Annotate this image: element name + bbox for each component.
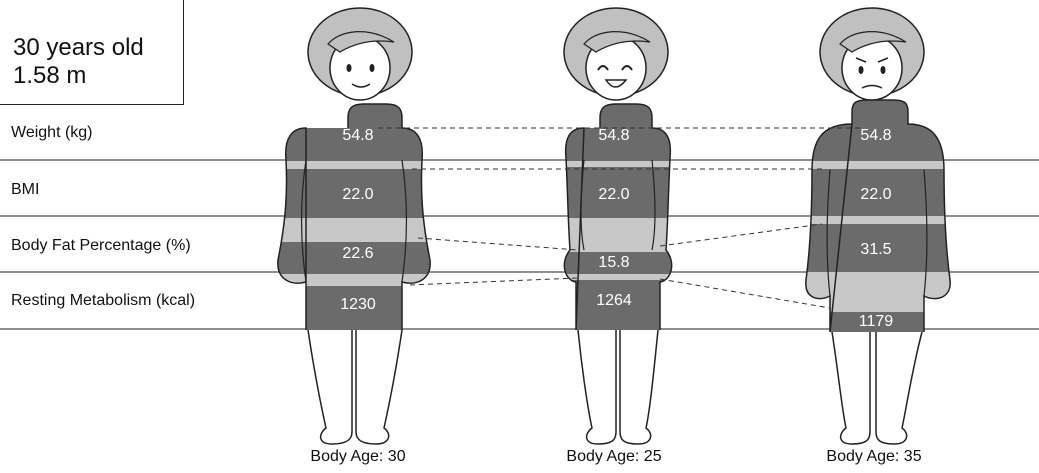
figure-1-body-fat: 22.6 bbox=[342, 245, 373, 262]
figure-1-body-age: Body Age: 30 bbox=[278, 448, 438, 466]
figure-1-resting-metabolism: 1230 bbox=[340, 296, 376, 313]
figure-3-resting-metabolism: 1179 bbox=[859, 313, 894, 330]
figure-3-bmi: 22.0 bbox=[860, 186, 891, 203]
figure-3-weight: 54.8 bbox=[860, 127, 891, 144]
figure-2-resting-metabolism: 1264 bbox=[596, 292, 632, 309]
figure-2-body-fat: 15.8 bbox=[598, 254, 629, 271]
row-label-bmi: BMI bbox=[11, 181, 39, 199]
figure-2-legs bbox=[578, 330, 658, 444]
figure-3-legs bbox=[832, 332, 922, 444]
figure-2-bmi: 22.0 bbox=[598, 186, 629, 203]
dashed-line-metabolism-2 bbox=[660, 279, 830, 308]
figure-2-weight: 54.8 bbox=[598, 127, 629, 144]
figure-3: 54.8 22.0 31.5 1179 bbox=[800, 8, 960, 444]
figure-3-body-age: Body Age: 35 bbox=[794, 448, 954, 466]
dashed-line-metabolism-1 bbox=[410, 278, 578, 285]
figure-3-body-fat: 31.5 bbox=[860, 241, 891, 258]
profile-height: 1.58 m bbox=[13, 62, 86, 90]
row-label-resting-metabolism: Resting Metabolism (kcal) bbox=[11, 292, 195, 310]
figure-1-legs bbox=[308, 330, 402, 444]
profile-age: 30 years old bbox=[13, 34, 144, 62]
figure-1: 54.8 22.0 22.6 1230 bbox=[270, 8, 440, 444]
dashed-line-fat-2 bbox=[660, 224, 822, 246]
figure-3-head bbox=[820, 8, 924, 100]
figure-2-body-age: Body Age: 25 bbox=[534, 448, 694, 466]
figure-2: 54.8 22.0 15.8 1264 bbox=[550, 8, 690, 444]
figure-1-weight: 54.8 bbox=[342, 127, 373, 144]
figure-2-head bbox=[564, 8, 668, 100]
row-label-weight: Weight (kg) bbox=[11, 124, 93, 142]
profile-box: 30 years old 1.58 m bbox=[0, 0, 184, 105]
dashed-line-fat-1 bbox=[418, 238, 578, 250]
figure-1-bmi: 22.0 bbox=[342, 186, 373, 203]
figure-1-head bbox=[308, 8, 412, 100]
row-label-body-fat: Body Fat Percentage (%) bbox=[11, 237, 191, 255]
